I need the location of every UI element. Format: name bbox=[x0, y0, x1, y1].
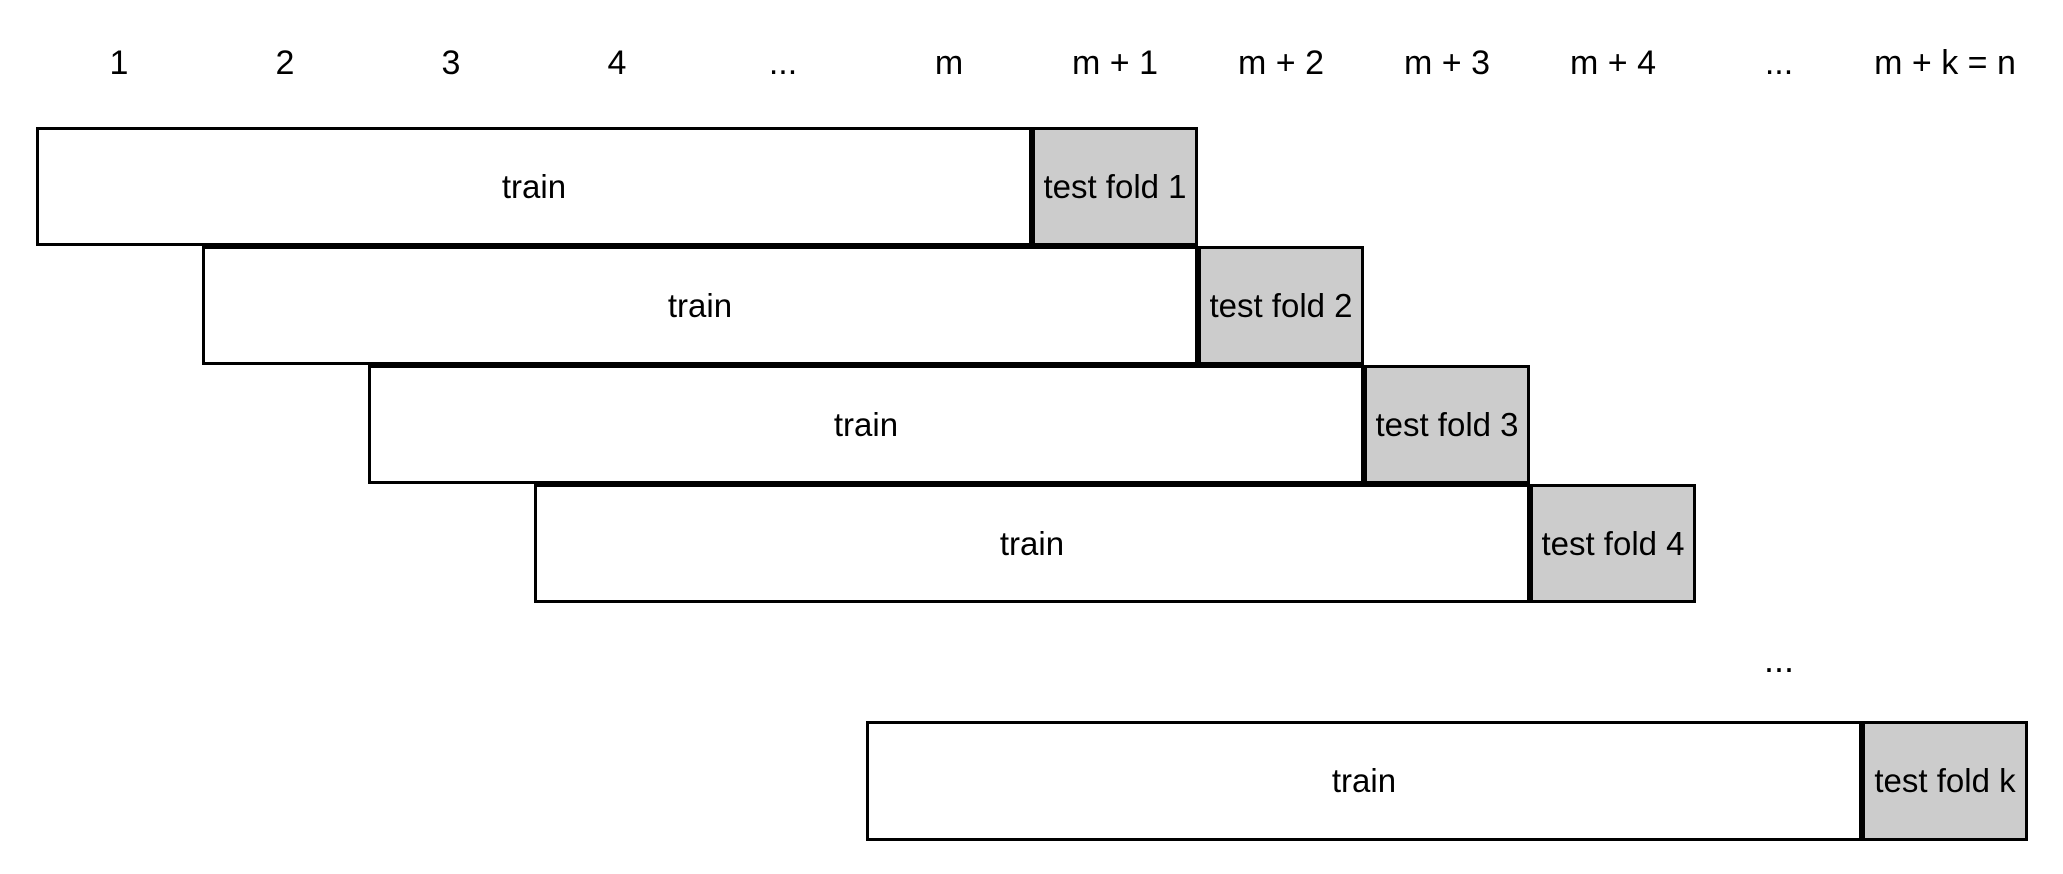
column-label-1: 1 bbox=[109, 44, 129, 82]
test-box-fold-k: test fold k bbox=[1862, 721, 2028, 841]
column-label-2: 2 bbox=[275, 44, 295, 82]
test-box-fold-4: test fold 4 bbox=[1530, 484, 1696, 603]
column-label-11: ... bbox=[1764, 44, 1794, 82]
train-box-fold-k: train bbox=[866, 721, 1862, 841]
test-box-fold-3: test fold 3 bbox=[1364, 365, 1530, 484]
train-box-fold-3: train bbox=[368, 365, 1364, 484]
column-label-8: m + 2 bbox=[1238, 44, 1324, 82]
column-label-3: 3 bbox=[441, 44, 461, 82]
train-box-fold-1: train bbox=[36, 127, 1032, 246]
column-label-12: m + k = n bbox=[1874, 44, 2016, 82]
test-box-fold-2: test fold 2 bbox=[1198, 246, 1364, 365]
column-label-5: ... bbox=[768, 44, 798, 82]
test-box-fold-1: test fold 1 bbox=[1032, 127, 1198, 246]
folds-continuation-ellipsis: ... bbox=[1763, 639, 1794, 680]
column-label-9: m + 3 bbox=[1404, 44, 1490, 82]
column-label-10: m + 4 bbox=[1570, 44, 1656, 82]
column-label-4: 4 bbox=[607, 44, 627, 82]
column-label-7: m + 1 bbox=[1072, 44, 1158, 82]
train-box-fold-2: train bbox=[202, 246, 1198, 365]
column-label-6: m bbox=[934, 44, 964, 82]
train-box-fold-4: train bbox=[534, 484, 1530, 603]
